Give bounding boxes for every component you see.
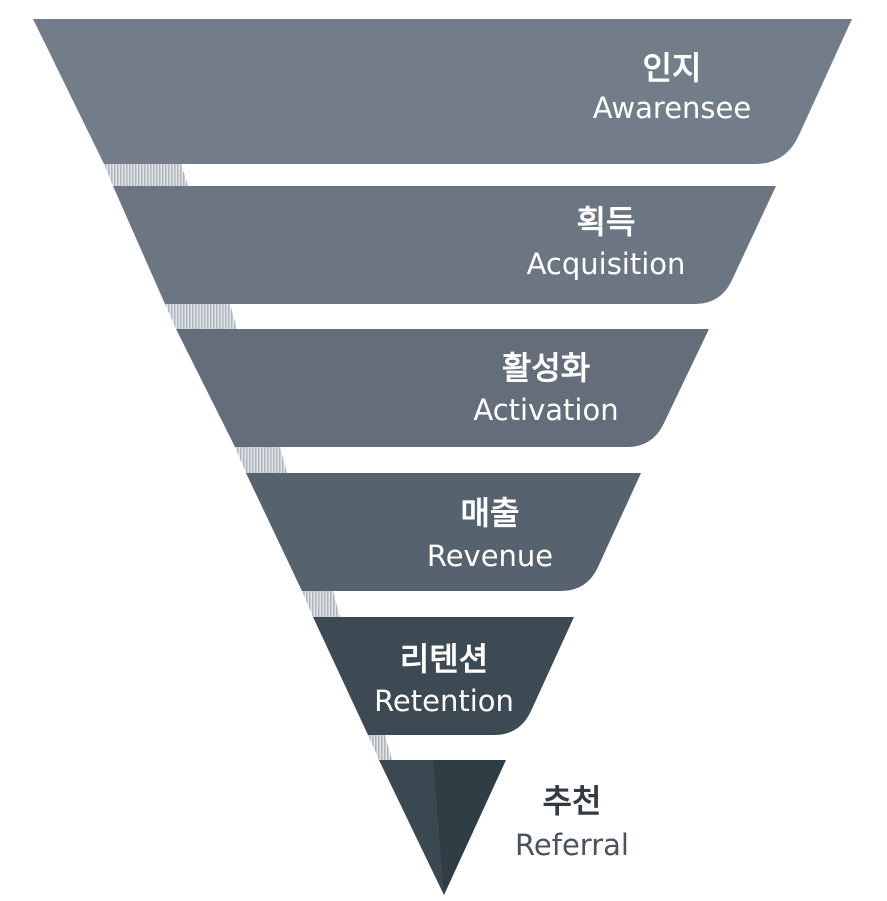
- gap-stripe: [104, 164, 188, 186]
- funnel-band-activation: [176, 329, 709, 447]
- stage-label-ko: 매출: [461, 494, 520, 532]
- funnel-band-retention: [313, 617, 574, 735]
- gap-stripe: [368, 735, 392, 760]
- stage-label-ko: 추천: [543, 782, 602, 820]
- funnel-band-referral: [379, 760, 506, 895]
- funnel-band-acquisition: [113, 186, 776, 304]
- stage-label-en: Retention: [374, 684, 514, 718]
- funnel-band-revenue: [246, 473, 641, 591]
- stage-label-ko: 활성화: [502, 349, 590, 387]
- stage-label-en: Activation: [473, 393, 618, 427]
- gap-stripes: [104, 164, 392, 760]
- stage-label-en: Awarensee: [593, 91, 751, 125]
- funnel-tip-facet: [379, 760, 444, 895]
- gap-stripe: [235, 447, 287, 473]
- stage-label-ko: 획득: [577, 203, 636, 241]
- gap-stripe: [302, 591, 340, 617]
- stage-label-en: Acquisition: [527, 247, 686, 281]
- stage-label-ko: 리텐션: [400, 640, 488, 678]
- funnel-labels: 인지 Awarensee 획득 Acquisition 활성화 Activati…: [374, 49, 751, 862]
- stage-label-en: Referral: [515, 828, 629, 862]
- funnel-band-awareness: [33, 19, 852, 164]
- gap-stripe: [165, 304, 237, 329]
- stage-label-en: Revenue: [427, 539, 553, 573]
- funnel-bands: [33, 19, 852, 895]
- stage-label-ko: 인지: [643, 49, 702, 87]
